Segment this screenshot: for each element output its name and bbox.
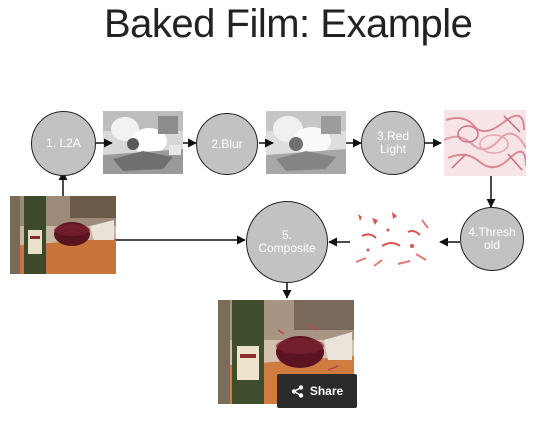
- node-composite-label: 5. Composite: [258, 228, 316, 255]
- threshold-output-image: [352, 206, 436, 276]
- share-icon: [291, 384, 304, 398]
- node-red-light-label: 3.Red Light: [376, 129, 410, 156]
- red-light-output-image: [444, 110, 526, 176]
- share-button[interactable]: Share: [277, 374, 357, 408]
- node-threshold: 4.Thresh old: [460, 207, 524, 271]
- source-photo: [10, 196, 116, 274]
- composite-output-image: [218, 300, 354, 404]
- blur-output-image: [266, 111, 346, 174]
- node-blur: 2.Blur: [196, 113, 258, 175]
- node-red-light: 3.Red Light: [361, 111, 425, 175]
- node-blur-label: 2.Blur: [211, 136, 243, 151]
- node-threshold-label: 4.Thresh old: [468, 225, 516, 252]
- l2a-output-image: [103, 111, 183, 174]
- share-label: Share: [309, 384, 344, 398]
- slide-title: Baked Film: Example: [104, 2, 473, 46]
- node-l2a-label: 1. L2A: [46, 136, 81, 150]
- node-l2a: 1. L2A: [31, 111, 96, 176]
- node-composite: 5. Composite: [246, 201, 328, 283]
